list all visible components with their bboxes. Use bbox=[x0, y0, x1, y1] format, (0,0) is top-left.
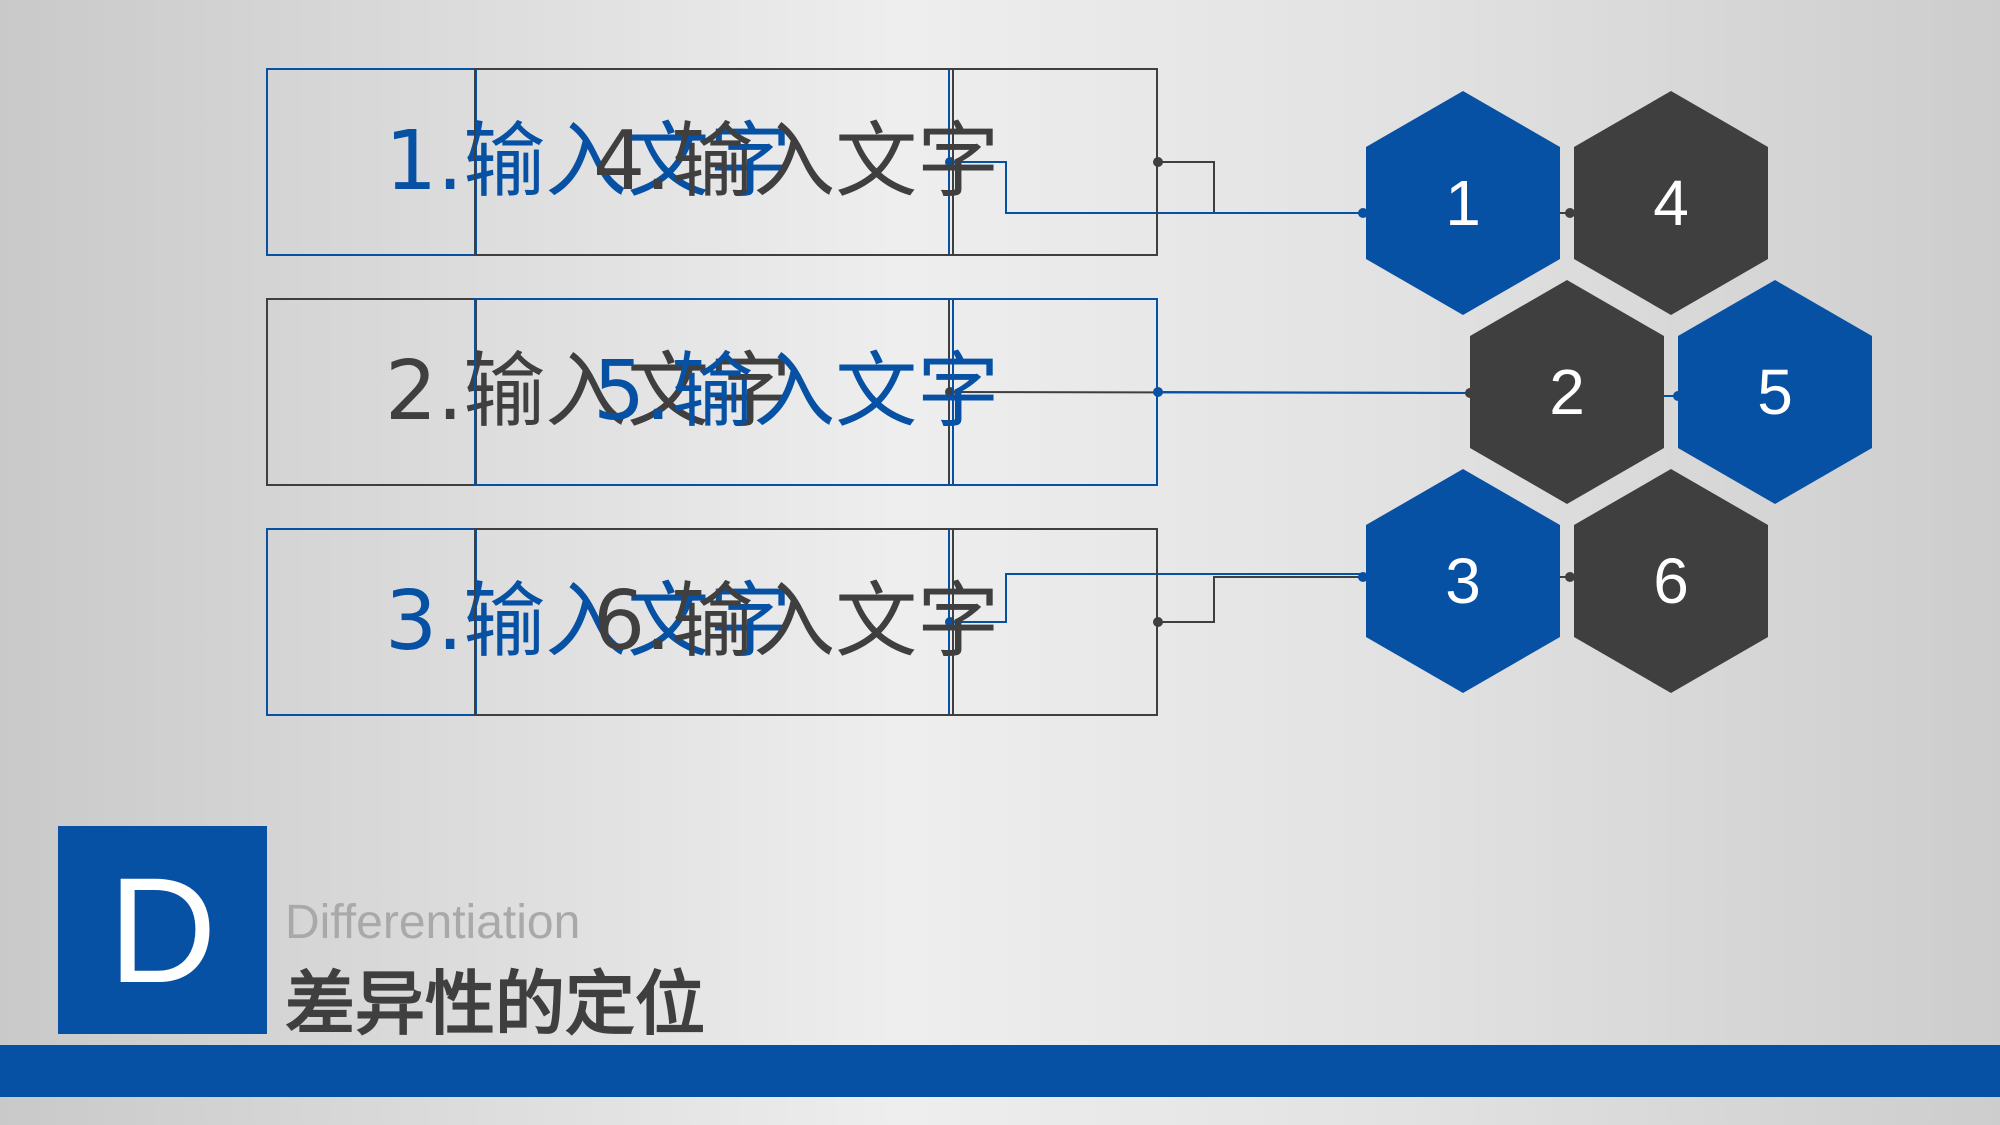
section-chinese-title: 差异性的定位 bbox=[285, 963, 705, 1045]
hexagon-number: 2 bbox=[1549, 356, 1585, 428]
text-box-label: 1.输入文字 bbox=[385, 114, 792, 209]
text-box-2[interactable]: 2.输入文字 bbox=[266, 298, 950, 486]
hexagon-5[interactable]: 5 bbox=[1678, 280, 1872, 504]
hexagon-number: 5 bbox=[1757, 356, 1793, 428]
hexagon-4[interactable]: 4 bbox=[1574, 91, 1768, 315]
hexagon-6[interactable]: 6 bbox=[1574, 469, 1768, 693]
hexagon-1[interactable]: 1 bbox=[1366, 91, 1560, 315]
hexagon-number: 1 bbox=[1445, 167, 1481, 239]
text-box-label: 5.输入文字 bbox=[593, 344, 1000, 439]
text-box-4[interactable]: 4.输入文字 bbox=[474, 68, 1158, 256]
text-box-1[interactable]: 1.输入文字 bbox=[266, 68, 950, 256]
hexagon-number: 6 bbox=[1653, 545, 1689, 617]
text-box-6[interactable]: 6.输入文字 bbox=[474, 528, 1158, 716]
text-box-label: 6.输入文字 bbox=[593, 574, 1000, 669]
text-box-5[interactable]: 5.输入文字 bbox=[474, 298, 1158, 486]
hexagon-2[interactable]: 2 bbox=[1470, 280, 1664, 504]
text-box-label: 2.输入文字 bbox=[385, 344, 792, 439]
bottom-accent-bar bbox=[0, 1045, 2000, 1097]
text-box-label: 3.输入文字 bbox=[385, 574, 792, 669]
hexagon-number: 3 bbox=[1445, 545, 1481, 617]
hexagon-number: 4 bbox=[1653, 167, 1689, 239]
text-box-label: 4.输入文字 bbox=[593, 114, 1000, 209]
section-letter-badge: D bbox=[58, 826, 267, 1034]
section-english-title: Differentiation bbox=[285, 896, 581, 949]
hexagon-3[interactable]: 3 bbox=[1366, 469, 1560, 693]
